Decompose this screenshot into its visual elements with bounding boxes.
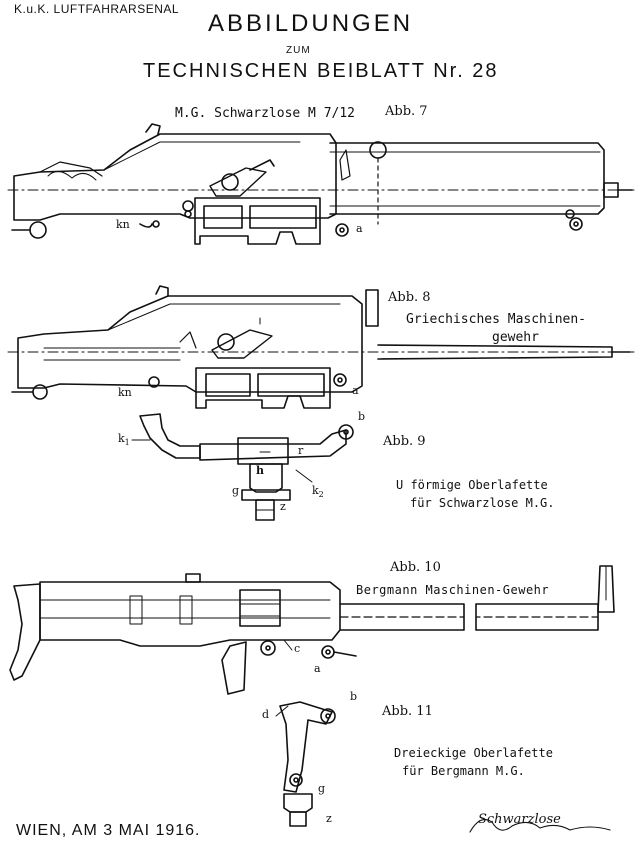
footer-signature: Schwarzlose <box>478 812 561 827</box>
abb8-machine-gun-drawing <box>8 286 634 408</box>
abb7-lock-mechanism <box>210 168 266 196</box>
abb10-caption: Bergmann Maschinen-Gewehr <box>356 583 550 597</box>
abb8-receiver <box>18 296 362 392</box>
abb9-mount-drawing <box>132 414 353 520</box>
abb9-left-arm <box>140 414 200 458</box>
abb9-caption-line2: für Schwarzlose M.G. <box>410 496 555 510</box>
abb8-label: Abb. 8 <box>388 290 431 305</box>
abb7-machine-gun-drawing <box>8 124 634 244</box>
abb8-part-a: a <box>352 384 359 397</box>
abb11-caption-line1: Dreieckige Oberlafette <box>394 746 553 760</box>
abb11-caption-line2: für Bergmann M.G. <box>402 764 525 778</box>
abb9-part-k2-sub: 2 <box>318 490 324 500</box>
abb9-part-k1-sub: 1 <box>124 438 130 448</box>
abb10-front-sight <box>598 566 614 612</box>
abb7-kn-pointer <box>140 224 152 227</box>
abb7-receiver <box>14 134 336 220</box>
abb8-part-kn: kn <box>118 386 132 399</box>
abb11-part-g: g <box>318 782 326 795</box>
abb9-part-z: z <box>280 500 286 513</box>
abb9-crossbar <box>200 430 346 460</box>
abb10-part-a: a <box>314 662 321 675</box>
abb10-pistol-grip <box>222 642 246 694</box>
abb7-part-a: a <box>356 222 363 235</box>
abb11-triangle-frame <box>280 702 332 792</box>
abb7-barrel-jacket <box>330 143 604 214</box>
abb11-mount-drawing <box>276 702 335 826</box>
sheet-title: ABBILDUNGEN <box>208 10 414 37</box>
abb8-feed-block <box>196 368 330 408</box>
org-name: K.u.K. LUFTFAHRARSENAL <box>14 2 180 16</box>
abb11-part-d: d <box>262 708 270 721</box>
abb7-part-kn: kn <box>116 218 130 231</box>
abb8-lock-mechanism <box>212 330 272 358</box>
abb9-pivot-post <box>250 464 282 492</box>
abb8-caption-line1: Griechisches Maschinen- <box>406 312 587 327</box>
abb8-caption-line2: gewehr <box>492 330 539 345</box>
abb9-label: Abb. 9 <box>383 434 426 449</box>
abb9-part-k1-letter: k <box>118 432 125 445</box>
footer-date: WIEN, AM 3 MAI 1916. <box>16 822 201 839</box>
abb7-label: Abb. 7 <box>385 104 428 119</box>
abb10-stock <box>10 584 40 680</box>
abb9-part-k2-letter: k <box>312 484 319 497</box>
abb9-part-g: g <box>232 484 240 497</box>
abb10-machine-gun-drawing <box>10 566 614 694</box>
abb9-part-k2: k2 <box>312 484 324 499</box>
abb7-feed-block <box>195 198 320 244</box>
sheet-zum: ZUM <box>286 45 311 56</box>
abb11-pivot-post <box>284 794 312 812</box>
abb10-label: Abb. 10 <box>390 560 441 575</box>
abb9-part-r: r <box>298 444 304 457</box>
signature-flourish <box>470 820 610 832</box>
abb11-label: Abb. 11 <box>382 704 433 719</box>
abb10-part-c: c <box>294 642 301 655</box>
abb7-caption: M.G. Schwarzlose M 7/12 <box>175 106 356 121</box>
abb11-part-b: b <box>350 690 358 703</box>
abb9-caption-line1: U förmige Oberlafette <box>396 478 548 492</box>
sheet-subtitle: TECHNISCHEN BEIBLATT Nr. 28 <box>143 60 499 82</box>
abb10-receiver <box>40 582 340 646</box>
abb9-part-k1: k1 <box>118 432 130 447</box>
abb9-part-h: h <box>256 464 264 477</box>
abb9-part-b: b <box>358 410 366 423</box>
abb11-part-z: z <box>326 812 332 825</box>
